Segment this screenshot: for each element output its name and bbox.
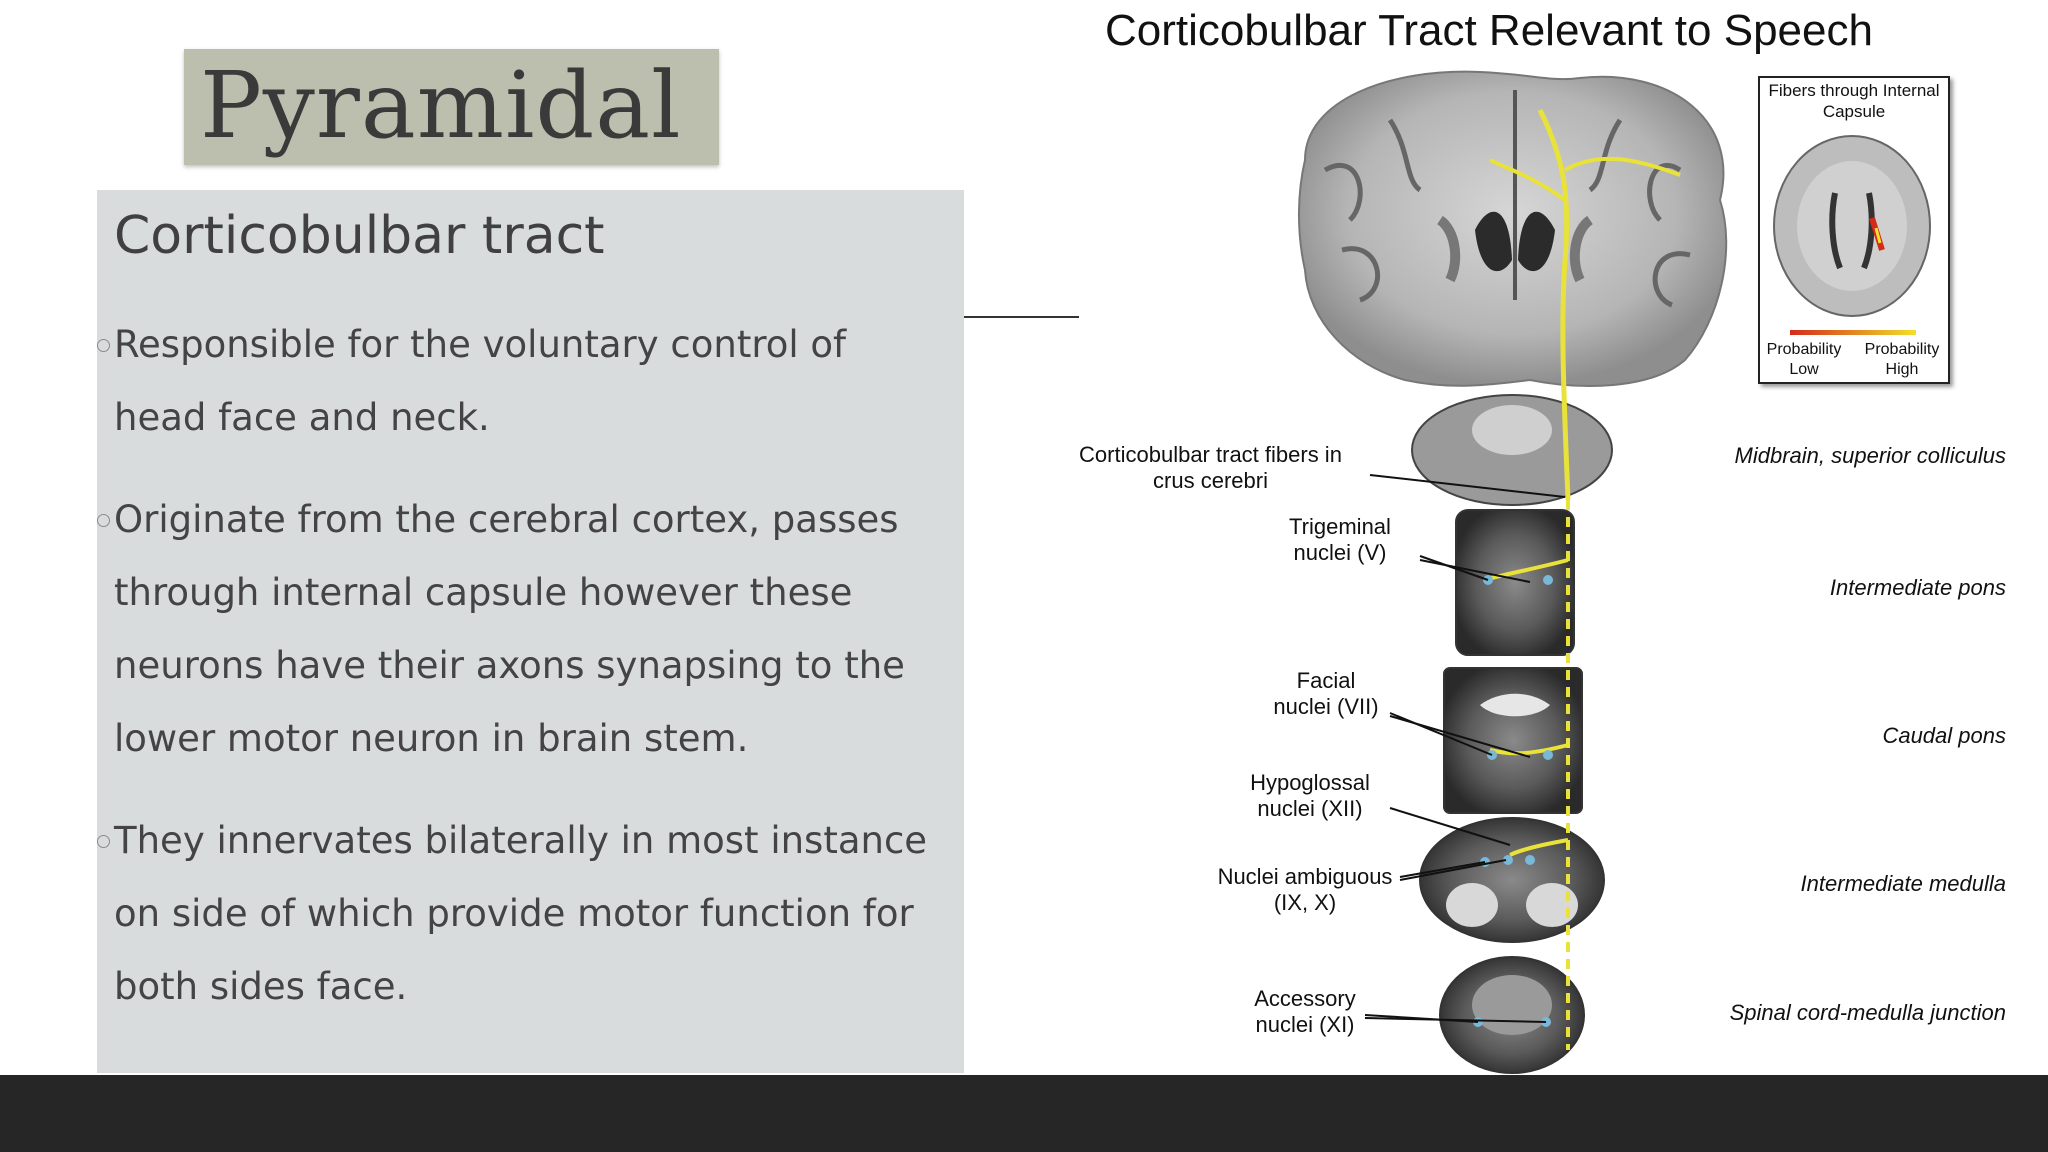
figure-title: Corticobulbar Tract Relevant to Speech xyxy=(1105,6,1873,55)
intermediate-pons-section xyxy=(1455,509,1575,656)
bullet-item: Responsible for the voluntary control of… xyxy=(97,308,949,454)
probability-low-label: Probability Low xyxy=(1766,341,1842,378)
bullet-list: Responsible for the voluntary control of… xyxy=(97,308,949,1052)
bullet-text: They innervates bilaterally in most inst… xyxy=(114,819,928,1008)
intermediate-medulla-section xyxy=(1419,817,1605,943)
slide-title: Pyramidal xyxy=(200,52,682,159)
connector-line xyxy=(964,316,1079,318)
label-facial: Facial nuclei (VII) xyxy=(1273,668,1379,719)
probability-high-label: Probability High xyxy=(1864,341,1940,378)
footer-bar xyxy=(0,1075,2048,1152)
level-spinal-junction: Spinal cord-medulla junction xyxy=(1729,1000,2006,1025)
caudal-pons-section xyxy=(1443,667,1583,814)
bullet-circle-icon xyxy=(97,835,110,848)
corticobulbar-tract xyxy=(1473,108,1681,1050)
bullet-item: They innervates bilaterally in most inst… xyxy=(97,804,949,1023)
coronal-brain-section xyxy=(1297,70,1728,387)
label-hypoglossal: Hypoglossal nuclei (XII) xyxy=(1250,770,1370,821)
level-intermediate-medulla: Intermediate medulla xyxy=(1800,871,2006,896)
panel-heading: Corticobulbar tract xyxy=(114,206,605,266)
brainstem-sections xyxy=(1411,394,1613,1074)
content-panel: Corticobulbar tract Responsible for the … xyxy=(97,190,964,1073)
leader-lines xyxy=(1364,474,1566,1023)
label-accessory: Accessory nuclei (XI) xyxy=(1254,986,1356,1037)
level-midbrain: Midbrain, superior colliculus xyxy=(1734,443,2006,468)
bullet-text: Responsible for the voluntary control of… xyxy=(114,323,847,439)
bullet-circle-icon xyxy=(97,339,110,352)
level-caudal-pons: Caudal pons xyxy=(1882,723,2006,748)
label-nuclei-ambiguous: Nuclei ambiguous (IX, X) xyxy=(1217,864,1393,915)
inset-title: Fibers through Internal Capsule xyxy=(1768,81,1940,121)
bullet-item: Originate from the cerebral cortex, pass… xyxy=(97,483,949,775)
anatomy-figure: Corticobulbar Tract Relevant to Speech xyxy=(1060,0,2048,1075)
label-crus-cerebri: Corticobulbar tract fibers in crus cereb… xyxy=(1079,442,1342,493)
label-trigeminal: Trigeminal nuclei (V) xyxy=(1289,514,1391,565)
title-box: Pyramidal xyxy=(184,49,719,165)
axial-brain-image xyxy=(1773,135,1931,335)
bullet-circle-icon xyxy=(97,514,110,527)
inset-internal-capsule: Fibers through Internal Capsule Probabil… xyxy=(1758,76,1950,384)
anatomy-illustration xyxy=(1297,70,1728,1074)
bullet-text: Originate from the cerebral cortex, pass… xyxy=(114,498,905,760)
level-intermediate-pons: Intermediate pons xyxy=(1829,575,2006,600)
